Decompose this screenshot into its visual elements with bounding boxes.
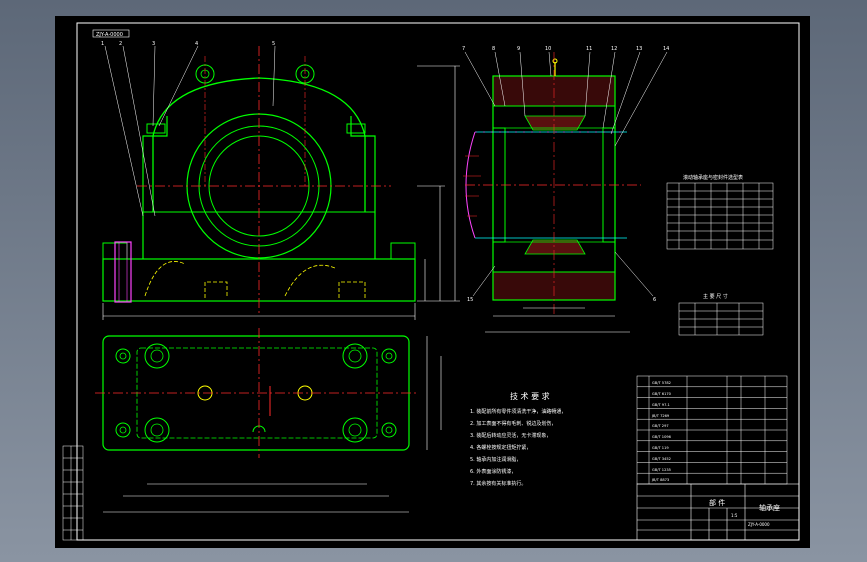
leader-number: 12	[611, 46, 617, 52]
leader-number: 2	[119, 41, 122, 47]
leader-number: 4	[195, 41, 198, 47]
title-block-text: 部 件 轴承座 ZJY-A-0000 1:5	[709, 498, 780, 527]
part-code: JB/T 7269	[651, 414, 670, 418]
part-code: GB/T 297	[652, 424, 669, 428]
tech-note: 6. 外表面涂防锈漆，	[470, 468, 516, 475]
tech-note: 5. 轴承内加注润滑脂，	[470, 456, 521, 463]
section-view	[463, 51, 668, 333]
tech-note: 3. 装配后转动应灵活，无卡滞现象，	[470, 432, 551, 439]
leader-number: 15	[467, 297, 473, 303]
leader-number: 9	[517, 46, 520, 52]
part-label: 部 件	[709, 498, 725, 507]
front-view	[102, 45, 460, 320]
part-code: GB/T 1235	[652, 468, 671, 472]
part-code: GB/T 97.1	[652, 403, 670, 407]
table1-title: 滚动轴承座与密封件选型表	[683, 174, 743, 181]
leader-number: 3	[152, 41, 155, 47]
dimension-table: 主 要 尺 寸	[678, 293, 764, 336]
section-view-leader-numbers: 7 8 9 10 11 12 13 14 15 6	[462, 46, 669, 303]
part-code: GB/T 119	[652, 446, 669, 450]
part-code: JB/T 8873	[651, 478, 669, 482]
tech-note: 2. 加工表面不得有毛刺、锐边及划伤，	[470, 420, 556, 427]
leader-number: 11	[586, 46, 592, 52]
part-code: GB/T 5782	[652, 381, 671, 385]
drawing-border	[76, 22, 800, 541]
part-code: GB/T 1096	[652, 435, 672, 439]
title-block	[636, 483, 800, 541]
leader-number: 10	[545, 46, 551, 52]
drawing-number: ZJY-A-0000	[748, 522, 770, 527]
table2-title: 主 要 尺 寸	[703, 293, 728, 300]
revision-block	[62, 445, 84, 541]
part-code: GB/T 3452	[652, 457, 671, 461]
leader-number: 8	[492, 46, 495, 52]
technical-requirements: 技 术 要 求 1. 装配前所有零件须清洗干净，油路畅通， 2. 加工表面不得有…	[470, 391, 566, 487]
leader-number: 7	[462, 46, 465, 52]
front-view-leader-numbers: 1 2 3 4 5	[101, 41, 275, 47]
leader-number: 5	[272, 41, 275, 47]
parts-list	[636, 375, 788, 485]
leader-number: 13	[636, 46, 642, 52]
stamp-text: ZJY-A-0000	[96, 32, 123, 38]
drawing-name: 轴承座	[759, 503, 780, 512]
drawing-viewport[interactable]: ZJY-A-0000	[55, 16, 810, 548]
stamp-box	[92, 29, 130, 38]
tech-note: 7. 其余按有关标准执行。	[470, 480, 526, 487]
drawing-scale: 1:5	[731, 513, 738, 518]
leader-number: 1	[101, 41, 104, 47]
part-code: GB/T 6170	[652, 392, 672, 396]
leader-number: 6	[653, 297, 656, 303]
leader-number: 14	[663, 46, 669, 52]
selection-table: 滚动轴承座与密封件选型表	[666, 174, 774, 250]
parts-list-codes: GB/T 5782 GB/T 6170 GB/T 97.1 JB/T 7269 …	[651, 381, 672, 482]
tech-note: 4. 各螺栓按规定扭矩拧紧，	[470, 444, 531, 451]
tech-title: 技 术 要 求	[510, 391, 550, 401]
tech-note: 1. 装配前所有零件须清洗干净，油路畅通，	[470, 408, 566, 415]
top-view	[95, 328, 442, 513]
cad-drawing-canvas[interactable]: ZJY-A-0000	[55, 16, 810, 548]
